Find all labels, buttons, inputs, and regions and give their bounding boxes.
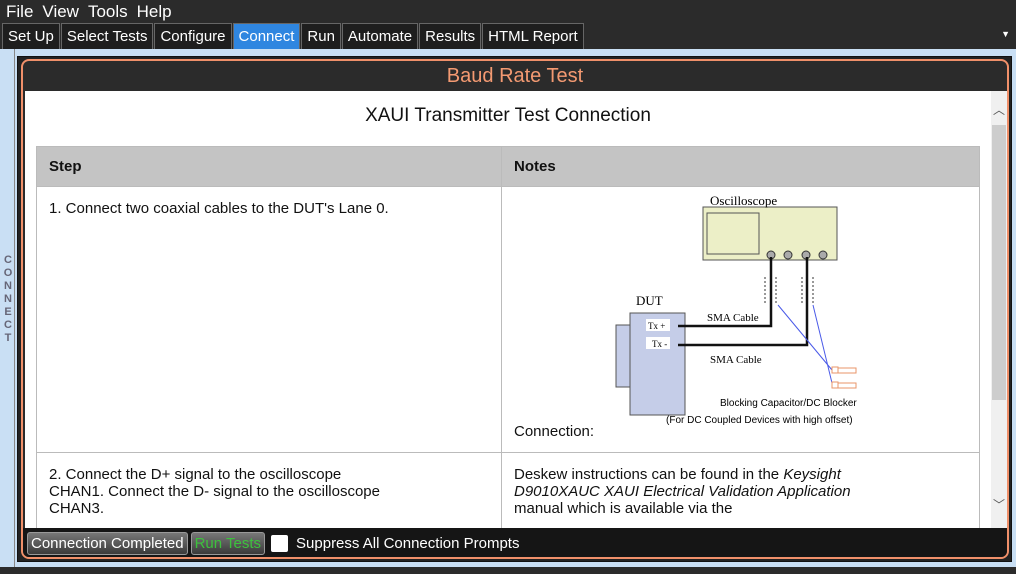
tab-bar: Set Up Select Tests Configure Connect Ru… bbox=[0, 23, 1016, 49]
tx-plus-label: Tx + bbox=[648, 321, 665, 331]
test-panel: Baud Rate Test XAUI Transmitter Test Con… bbox=[17, 56, 1012, 562]
scroll-down-icon[interactable]: ﹀ bbox=[993, 498, 1006, 512]
menu-file[interactable]: File bbox=[6, 1, 34, 21]
step-text: 1. Connect two coaxial cables to the DUT… bbox=[49, 200, 389, 217]
tab-run[interactable]: Run bbox=[301, 23, 341, 49]
panel-title: Baud Rate Test bbox=[446, 65, 584, 87]
menu-tools[interactable]: Tools bbox=[87, 1, 128, 21]
tab-results[interactable]: Results bbox=[419, 23, 482, 49]
oscilloscope-label: Oscilloscope bbox=[710, 195, 777, 208]
content-title: XAUI Transmitter Test Connection bbox=[365, 105, 651, 126]
notes-post: manual which is available via the bbox=[514, 500, 733, 517]
tab-configure[interactable]: Configure bbox=[154, 23, 232, 49]
tab-set-up[interactable]: Set Up bbox=[2, 23, 60, 49]
step-cell: 1. Connect two coaxial cables to the DUT… bbox=[36, 186, 502, 453]
step-cell: 2. Connect the D+ signal to the oscillos… bbox=[36, 452, 502, 528]
action-bar: Connection Completed Run Tests Suppress … bbox=[23, 528, 1007, 557]
notes-cell: Deskew instructions can be found in the … bbox=[501, 452, 980, 528]
menu-help[interactable]: Help bbox=[136, 1, 172, 21]
connection-diagram: Oscilloscope DUT Tx + Tx - SMA Cable SMA… bbox=[615, 195, 857, 426]
notes-text: Deskew instructions can be found in the … bbox=[514, 466, 864, 517]
status-bar bbox=[0, 567, 1016, 574]
tab-connect[interactable]: Connect bbox=[232, 23, 301, 49]
blocker-note: (For DC Coupled Devices with high offset… bbox=[666, 415, 853, 426]
menu-view[interactable]: View bbox=[42, 1, 79, 21]
main-frame: CONNECT Baud Rate Test XAUI Transmitter … bbox=[0, 49, 1016, 567]
header-step: Step bbox=[36, 146, 502, 187]
tx-minus-label: Tx - bbox=[652, 339, 667, 349]
table-row: 2. Connect the D+ signal to the oscillos… bbox=[36, 452, 980, 528]
tab-overflow-icon[interactable]: ▼ bbox=[1001, 29, 1010, 39]
cable1-label: SMA Cable bbox=[707, 312, 759, 324]
connection-label: Connection: bbox=[514, 423, 595, 440]
tab-select-tests[interactable]: Select Tests bbox=[60, 23, 154, 49]
suppress-prompts-checkbox[interactable] bbox=[271, 535, 289, 552]
suppress-prompts-label: Suppress All Connection Prompts bbox=[296, 535, 520, 552]
notes-pre: Deskew instructions can be found in the bbox=[514, 466, 784, 483]
header-notes: Notes bbox=[501, 146, 980, 187]
run-tests-button[interactable]: Run Tests bbox=[190, 532, 266, 555]
cable2-label: SMA Cable bbox=[710, 354, 762, 366]
tab-automate[interactable]: Automate bbox=[341, 23, 419, 49]
menu-bar: File View Tools Help bbox=[0, 0, 1016, 23]
vertical-scrollbar[interactable]: ︿ ﹀ bbox=[991, 91, 1007, 528]
step-text: 2. Connect the D+ signal to the oscillos… bbox=[49, 466, 380, 517]
table-row: 1. Connect two coaxial cables to the DUT… bbox=[36, 186, 980, 453]
manual-title: Keysight D9010XAUC XAUI Electrical Valid… bbox=[514, 466, 851, 500]
tab-html-report[interactable]: HTML Report bbox=[482, 23, 584, 49]
scroll-up-icon[interactable]: ︿ bbox=[993, 103, 1006, 117]
blocker-label: Blocking Capacitor/DC Blocker bbox=[720, 398, 857, 409]
connection-completed-button[interactable]: Connection Completed bbox=[27, 532, 188, 555]
scroll-thumb[interactable] bbox=[992, 125, 1006, 400]
dut-label: DUT bbox=[636, 293, 663, 308]
side-label: CONNECT bbox=[3, 254, 13, 344]
notes-cell: Oscilloscope DUT Tx + Tx - SMA Cable SMA… bbox=[501, 186, 980, 453]
side-strip[interactable]: CONNECT bbox=[0, 49, 15, 567]
